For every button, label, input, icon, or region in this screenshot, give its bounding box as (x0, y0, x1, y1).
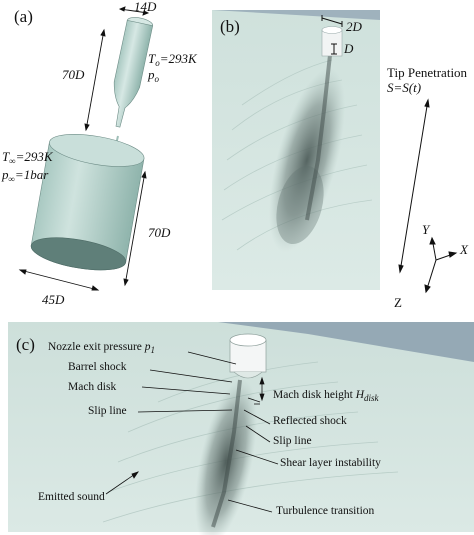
callout-emitted-sound: Emitted sound (38, 491, 105, 503)
jet-plume (268, 67, 346, 253)
dim-chamber-height (123, 170, 147, 287)
panel-c-image (8, 322, 474, 535)
chamber-temperature-label: T∞=293K (2, 149, 53, 166)
callout-reflected-shock: Reflected shock (273, 415, 347, 427)
nozzle-2d-label: 2D (346, 19, 362, 34)
axis-y-label: Y (422, 222, 430, 237)
tip-penetration-equation: S=S(t) (387, 80, 422, 95)
axis-x-label: X (460, 242, 468, 257)
chamber-height-label: 70D (148, 225, 171, 240)
panel-c-nozzle (229, 333, 267, 379)
dim-nozzle-length (84, 28, 106, 132)
panel-a-geometry: (a) 14D 70D To=293K po T∞=293K p∞=1bar 7… (0, 0, 200, 306)
panel-b-simulation: (b) 2D D (212, 10, 380, 290)
panel-b-tag: (b) (220, 17, 240, 36)
callout-mach-disk: Mach disk (68, 381, 117, 393)
panel-c-shock-structure: (c) Nozzle exit pressure p1 Barrel shock… (8, 322, 474, 535)
panel-a-drawing (18, 6, 154, 291)
jet-plume-c (195, 378, 257, 535)
callout-turbulence-transition: Turbulence transition (276, 505, 375, 517)
nozzle-temperature-label: To=293K (148, 51, 197, 68)
callout-nozzle-exit-pressure: Nozzle exit pressure p1 (48, 341, 156, 355)
callout-mach-disk-height: Mach disk height Hdisk (273, 389, 379, 403)
panel-a-tag: (a) (14, 7, 33, 26)
chamber-diameter-label: 45D (42, 292, 65, 307)
nozzle-length-label: 70D (62, 67, 85, 82)
panel-b-image (212, 10, 380, 290)
dim-chamber-diameter (18, 269, 100, 291)
chamber-cylinder (30, 134, 145, 271)
dim-2d (321, 15, 343, 27)
nozzle-width-label: 14D (134, 0, 157, 14)
callout-slip-line-left: Slip line (88, 405, 127, 417)
panel-b-nozzle (321, 26, 343, 57)
tip-penetration-arrow (398, 98, 458, 294)
tip-penetration-annotation: Tip Penetration S=S(t) Y X Z (380, 60, 474, 310)
callout-leaders (105, 351, 279, 513)
callout-slip-line-right: Slip line (273, 435, 312, 447)
nozzle-pressure-label: po (148, 67, 159, 84)
chamber-pressure-label: p∞=1bar (2, 167, 49, 184)
callout-shear-layer: Shear layer instability (280, 457, 381, 469)
coordinate-axes (424, 236, 458, 294)
exit-d-label: D (344, 41, 354, 56)
dim-nozzle-width (118, 6, 150, 16)
dim-d (331, 43, 337, 55)
axis-z-label: Z (394, 295, 402, 310)
tip-penetration-title: Tip Penetration (387, 65, 468, 80)
nozzle-tube (113, 17, 154, 128)
panel-c-tag: (c) (16, 335, 35, 354)
callout-barrel-shock: Barrel shock (68, 361, 127, 373)
